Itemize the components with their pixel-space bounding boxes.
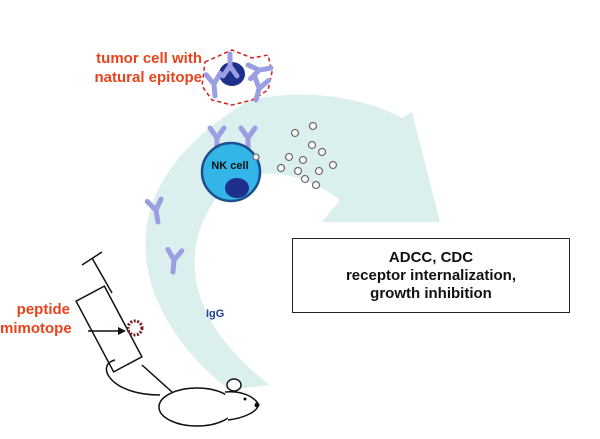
mouse-ear [226,378,242,392]
tumor-label-line: natural epitope [94,69,202,86]
pointer-arrowhead [118,327,126,335]
effect-line: receptor internalization, [345,266,517,284]
mouse-tail [105,359,161,396]
effects-box: ADCC, CDC receptor internalization, grow… [292,238,570,313]
mouse-eye [243,397,247,401]
nk-nucleus [225,178,249,198]
syringe [75,251,173,393]
peptide-label-line: peptide [16,301,70,318]
nk-cell-label: NK cell [211,160,249,172]
mouse-head [224,391,259,421]
mimotope-icon [126,319,144,337]
igg-label: IgG [206,308,225,320]
peptide-mimotope-label: peptide mimotope [0,300,72,338]
tumor-nucleus [219,62,245,86]
peptide-label-line: mimotope [0,320,72,337]
effect-line: growth inhibition [370,284,492,302]
mouse-nose [254,402,260,408]
tumor-label-line: tumor cell with [96,50,202,67]
tumor-cell-label: tumor cell with natural epitope [62,49,202,87]
effect-line: ADCC, CDC [388,248,474,266]
mouse-body [158,387,236,427]
granules [252,121,338,190]
